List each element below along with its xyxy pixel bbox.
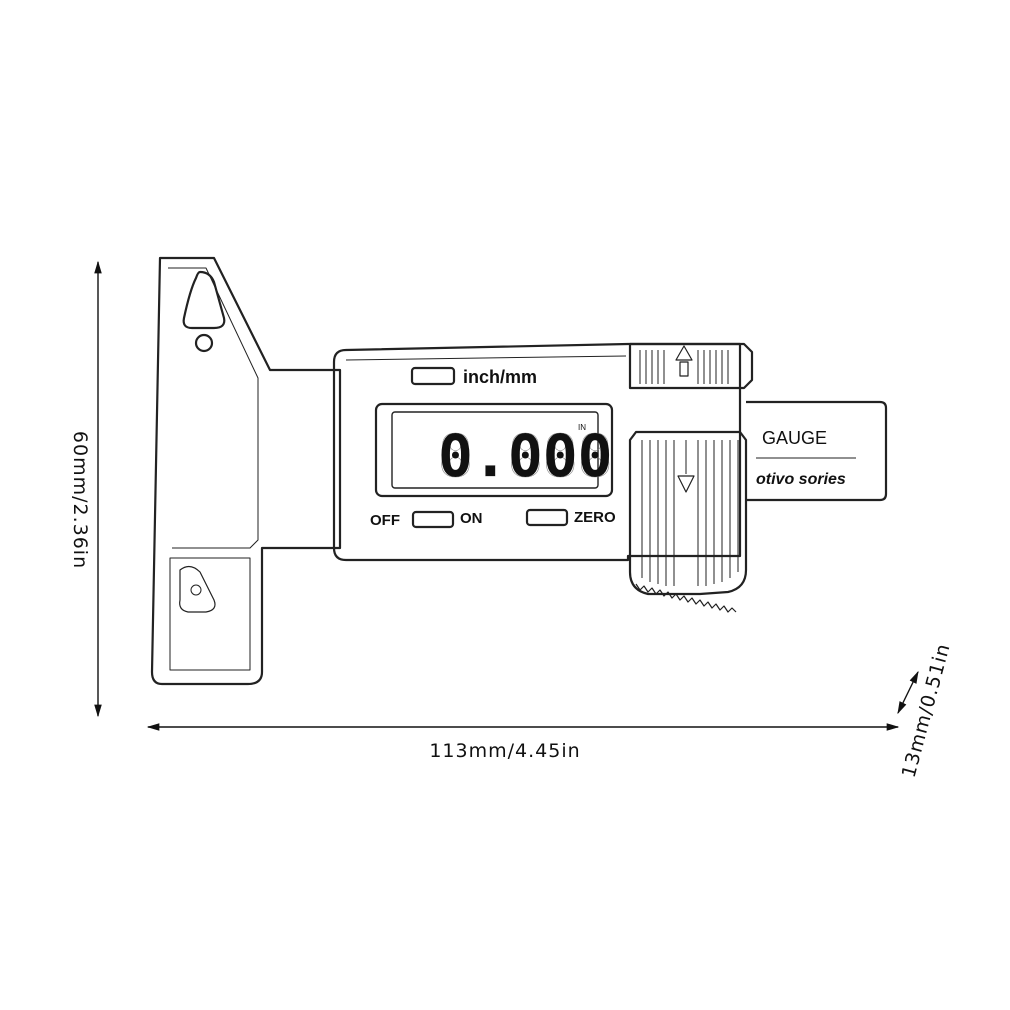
handle-foot-relief: [169, 557, 251, 671]
upper-slider: [628, 342, 754, 390]
beam-label-series: otivo sories: [756, 471, 846, 488]
display-body: [332, 342, 742, 562]
down-arrow-icon: [677, 475, 695, 493]
on-label: ON: [460, 510, 483, 527]
handle-relief: [168, 267, 259, 549]
upper-arrow-icon: [675, 345, 693, 377]
rivet: [194, 333, 214, 353]
display-body-edge: [345, 355, 627, 361]
lcd-reading: 0.000: [438, 422, 613, 490]
height-dimension-label: 60mm/2.36in: [69, 431, 91, 569]
width-dimension: 113mm/4.45in: [146, 723, 900, 762]
knurl-edge: [635, 583, 737, 613]
depth-dimension: 13mm/0.51in: [897, 641, 955, 780]
tread-depth-gauge: [150, 256, 888, 686]
zero-button[interactable]: [525, 508, 569, 527]
depth-dimension-label: 13mm/0.51in: [898, 641, 955, 780]
gauge-labels: inch/mm 8.888 0.000 IN OFF ON ZERO GAUGE…: [370, 367, 846, 529]
depth-beam: [746, 400, 888, 502]
beam-label-gauge: GAUGE: [762, 428, 827, 448]
thumb-wheel-ribs: [641, 440, 739, 586]
mode-label: inch/mm: [463, 367, 537, 387]
width-dimension-label: 113mm/4.45in: [429, 740, 580, 762]
lcd-unit: IN: [578, 423, 586, 432]
off-label: OFF: [370, 512, 400, 529]
hang-hole: [182, 270, 226, 330]
depth-dimension-line: [897, 670, 919, 715]
height-dimension: 60mm/2.36in: [69, 260, 102, 718]
lcd-frame: [374, 402, 614, 498]
zero-label: ZERO: [574, 509, 616, 526]
logo-mark-dot: [190, 584, 202, 596]
logo-mark-icon: [179, 565, 216, 613]
thumb-wheel-slider[interactable]: [628, 430, 748, 596]
gauge-handle: [150, 256, 342, 686]
lcd-screen: [391, 411, 599, 489]
lcd-ghost-segments: 8.888: [438, 422, 613, 490]
inch-mm-button[interactable]: [410, 366, 456, 386]
power-button[interactable]: [411, 510, 455, 529]
upper-slider-ribs: [639, 350, 729, 384]
